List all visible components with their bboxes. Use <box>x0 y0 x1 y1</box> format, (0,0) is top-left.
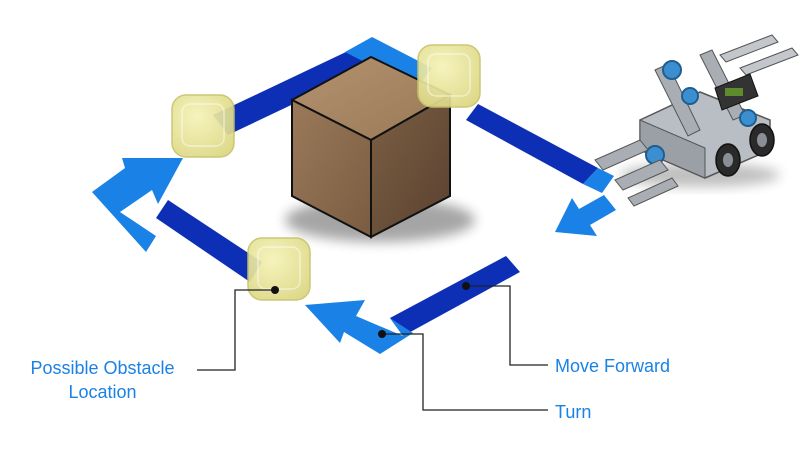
obstacle-label-line2: Location <box>68 382 137 402</box>
forward-segment-bottom <box>390 256 520 336</box>
obstacle-cube-icon <box>417 44 481 108</box>
turn-arrow-bottom <box>305 300 413 354</box>
callout-lines <box>197 285 548 411</box>
forward-segments <box>156 42 598 336</box>
obstacle-cube-icon <box>171 94 235 158</box>
turn-label: Turn <box>555 402 592 422</box>
callout-line-turn <box>382 333 548 411</box>
forward-segment-top-left <box>213 42 382 135</box>
callout-line-obstacle <box>197 289 275 371</box>
callout-line-forward <box>466 285 548 366</box>
robot-icon <box>594 34 799 207</box>
forward-segment-left <box>156 200 262 282</box>
callout-dots <box>271 282 470 338</box>
callout-dot-forward <box>462 282 470 290</box>
move-forward-label: Move Forward <box>555 356 671 376</box>
turn-arrow-right <box>555 195 616 236</box>
obstacle-cube-icon <box>247 237 311 301</box>
callout-dot-obstacle <box>271 286 279 294</box>
turn-arrow-right-stem <box>583 168 614 193</box>
turn-arrow-left <box>92 158 183 252</box>
obstacle-label: Possible Obstacle Location <box>10 356 195 404</box>
forward-segment-top-right <box>466 104 598 184</box>
callout-dot-turn <box>378 330 386 338</box>
obstacle-label-line1: Possible Obstacle <box>30 358 175 378</box>
